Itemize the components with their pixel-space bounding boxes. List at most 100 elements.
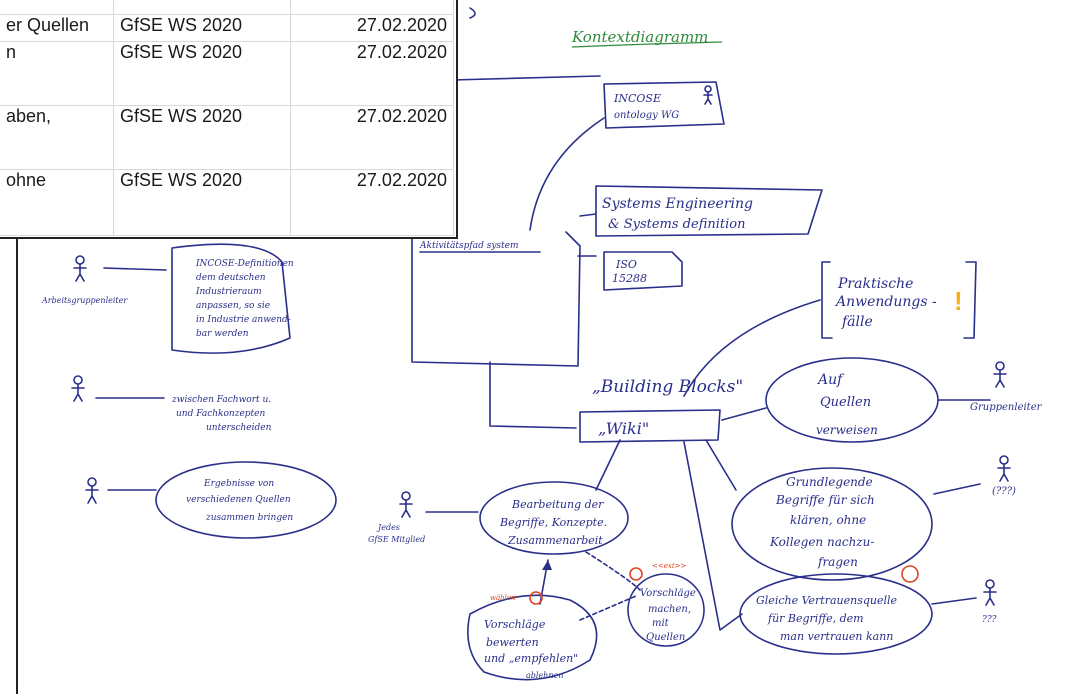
svg-text:„Building Blocks": „Building Blocks" xyxy=(592,377,743,397)
svg-text:& Systems definition: & Systems definition xyxy=(608,217,745,232)
use-case-vorschlaege-machen: Vorschläge machen, mit Quellen xyxy=(627,573,705,647)
actor-unknown-1: (???) xyxy=(992,486,1016,497)
spreadsheet-table: er Quellen GfSE WS 2020 27.02.2020 n GfS… xyxy=(0,0,454,236)
framework-document: Aktivitätspfad system xyxy=(411,231,581,367)
title-underline xyxy=(571,41,723,48)
svg-text:15288: 15288 xyxy=(612,272,647,285)
actor-icon xyxy=(399,491,413,518)
table-cell: n xyxy=(0,41,114,106)
svg-text:Zusammenarbeit: Zusammenarbeit xyxy=(507,534,603,547)
svg-text:verschiedenen Quellen: verschiedenen Quellen xyxy=(186,495,291,505)
use-case-gleiche-vertrauensquelle: Gleiche Vertrauensquelle für Begriffe, d… xyxy=(739,573,933,655)
actor-icon xyxy=(703,85,713,105)
table-row: n GfSE WS 2020 27.02.2020 xyxy=(0,41,454,106)
fachwort-line2: und Fachkonzepten xyxy=(176,409,265,419)
svg-text:Aktivitätspfad system: Aktivitätspfad system xyxy=(419,241,519,251)
building-blocks-wiki: „Building Blocks" „Wiki" xyxy=(579,377,743,443)
exclamation-icon: ! xyxy=(954,286,963,316)
use-case-auf-quellen: Auf Quellen verweisen xyxy=(765,357,939,443)
svg-text:Anwendungs -: Anwendungs - xyxy=(834,294,937,310)
table-cell: 27.02.2020 xyxy=(290,105,454,170)
svg-text:Vorschläge: Vorschläge xyxy=(484,618,546,631)
svg-text:Gleiche Vertrauensquelle: Gleiche Vertrauensquelle xyxy=(756,594,898,607)
svg-text:bewerten: bewerten xyxy=(486,636,539,649)
table-cell: 27.02.2020 xyxy=(290,169,454,236)
actor-jedes: Jedes xyxy=(376,523,400,532)
use-case-grundlegende-begriffe: Grundlegende Begriffe für sich klären, o… xyxy=(731,467,933,581)
info-icon-red xyxy=(629,567,643,581)
svg-text:Vorschläge: Vorschläge xyxy=(640,588,696,599)
svg-text:mit: mit xyxy=(652,618,670,629)
actor-unknown-2: ??? xyxy=(982,615,997,625)
table-cell: GfSE WS 2020 xyxy=(113,105,291,170)
svg-text:Quellen: Quellen xyxy=(820,395,871,410)
svg-text:Systems Engineering: Systems Engineering xyxy=(602,196,753,212)
table-row: ohne GfSE WS 2020 27.02.2020 xyxy=(0,169,454,236)
actor-icon xyxy=(993,361,1007,388)
table-cell xyxy=(290,0,454,15)
se-definition-box: Systems Engineering & Systems definition xyxy=(595,185,823,237)
title-kontextdiagramm: Kontextdiagramm xyxy=(571,28,708,46)
svg-text:INCOSE-Definitionen: INCOSE-Definitionen xyxy=(195,259,294,269)
actor-arbeitsgruppenleiter: Arbeitsgruppenleiter xyxy=(41,296,128,305)
table-row: er Quellen GfSE WS 2020 27.02.2020 xyxy=(0,14,454,42)
table-cell: 27.02.2020 xyxy=(290,41,454,106)
svg-text:machen,: machen, xyxy=(648,604,691,615)
svg-text:fälle: fälle xyxy=(841,314,873,330)
arrowhead xyxy=(542,560,552,570)
praktische-anwendungsfaelle: Praktische Anwendungs - fälle ! xyxy=(821,261,977,339)
ext-label: <<ext>> xyxy=(652,562,686,570)
actor-icon xyxy=(71,375,85,402)
svg-text:Bearbeitung der: Bearbeitung der xyxy=(511,498,604,511)
svg-text:zusammen bringen: zusammen bringen xyxy=(205,513,293,523)
svg-text:Grundlegende: Grundlegende xyxy=(786,475,873,489)
iso-15288-doc: ISO 15288 xyxy=(603,251,683,291)
svg-text:fragen: fragen xyxy=(817,555,858,569)
svg-text:dem deutschen: dem deutschen xyxy=(196,273,266,283)
svg-text:„Wiki": „Wiki" xyxy=(598,419,649,438)
table-cell: 27.02.2020 xyxy=(290,14,454,42)
svg-text:ISO: ISO xyxy=(615,258,637,271)
svg-text:anpassen, so sie: anpassen, so sie xyxy=(196,301,270,311)
fachwort-line3: unterscheiden xyxy=(206,423,272,433)
svg-text:Auf: Auf xyxy=(816,372,845,388)
table-cell xyxy=(0,0,114,15)
svg-text:Praktische: Praktische xyxy=(837,276,913,292)
actor-icon xyxy=(73,255,87,282)
actor-gruppenleiter: Gruppenleiter xyxy=(970,402,1043,413)
actor-icon xyxy=(997,455,1011,482)
table-cell: ohne xyxy=(0,169,114,236)
svg-text:klären, ohne: klären, ohne xyxy=(790,513,866,527)
info-icon-red xyxy=(901,565,919,583)
table-row xyxy=(0,0,454,15)
table-row: aben, GfSE WS 2020 27.02.2020 xyxy=(0,105,454,170)
svg-text:Kollegen nachzu-: Kollegen nachzu- xyxy=(769,535,874,549)
spreadsheet-overlay: er Quellen GfSE WS 2020 27.02.2020 n GfS… xyxy=(0,0,458,239)
svg-text:INCOSE: INCOSE xyxy=(613,92,661,105)
incose-ontology-box: INCOSE ontology WG xyxy=(603,81,725,129)
table-cell: aben, xyxy=(0,105,114,170)
svg-text:Ergebnisse von: Ergebnisse von xyxy=(203,479,274,489)
svg-text:bar werden: bar werden xyxy=(196,329,249,339)
table-cell: GfSE WS 2020 xyxy=(113,41,291,106)
svg-text:ablehnen: ablehnen xyxy=(526,671,563,680)
svg-text:für Begriffe, dem: für Begriffe, dem xyxy=(767,612,864,625)
actor-mitglied: GfSE Mitglied xyxy=(368,535,425,544)
use-case-ergebnisse: Ergebnisse von verschiedenen Quellen zus… xyxy=(155,461,337,539)
svg-text:verweisen: verweisen xyxy=(816,423,878,437)
table-cell: GfSE WS 2020 xyxy=(113,169,291,236)
svg-text:Begriffe, Konzepte.: Begriffe, Konzepte. xyxy=(499,516,607,529)
fachwort-line1: zwischen Fachwort u. xyxy=(171,395,271,405)
svg-text:Begriffe für sich: Begriffe für sich xyxy=(775,493,875,507)
svg-text:man vertrauen kann: man vertrauen kann xyxy=(780,630,893,643)
waehlen-label: wählen xyxy=(490,594,516,602)
table-cell: GfSE WS 2020 xyxy=(113,14,291,42)
use-case-bearbeitung: Bearbeitung der Begriffe, Konzepte. Zusa… xyxy=(479,481,629,555)
svg-text:Quellen: Quellen xyxy=(646,632,685,643)
info-icon-red xyxy=(529,591,543,605)
svg-text:ontology WG: ontology WG xyxy=(614,110,679,121)
table-cell: er Quellen xyxy=(0,14,114,42)
actor-icon xyxy=(983,579,997,606)
table-cell xyxy=(113,0,291,15)
